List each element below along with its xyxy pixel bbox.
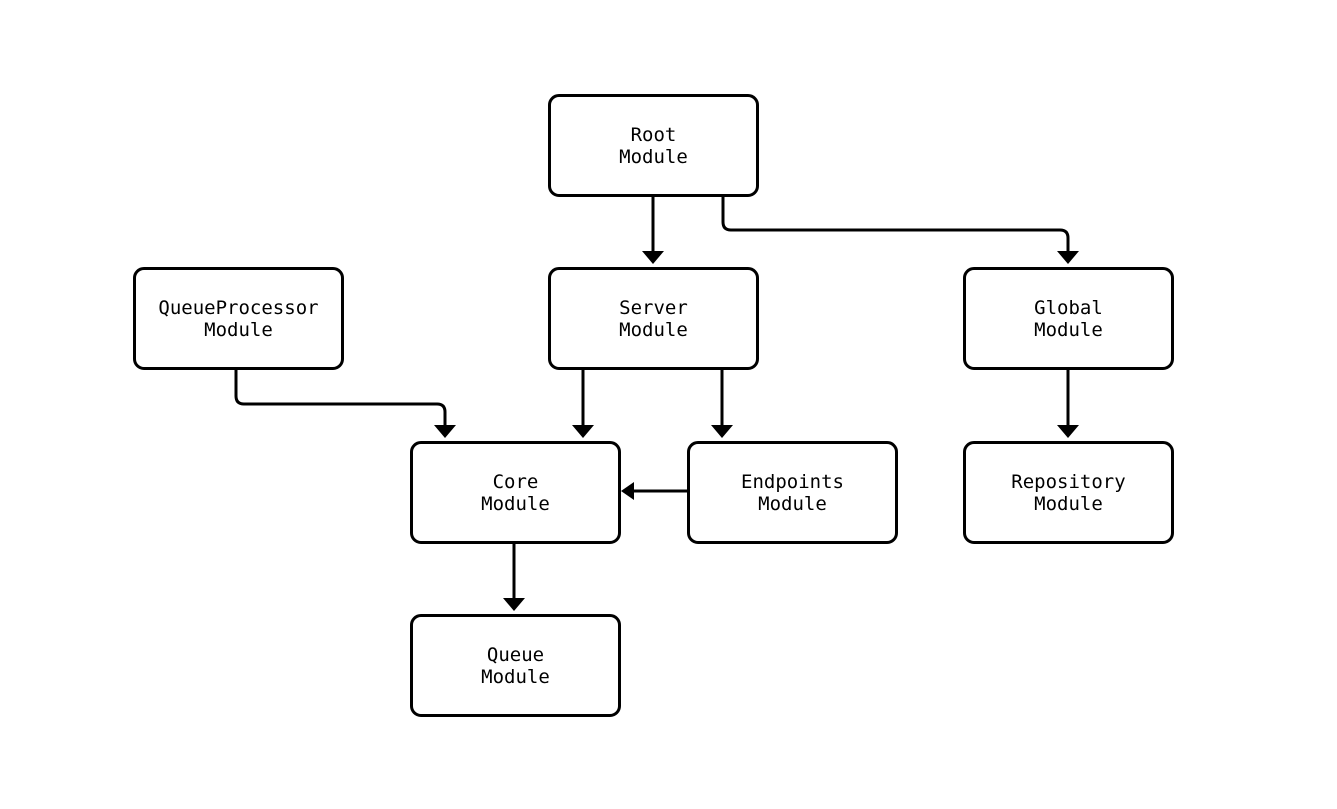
server-module-node-title: Server: [619, 296, 688, 319]
edge-queueprocessor-to-core: [234, 370, 447, 430]
global-module-node-title: Global: [1034, 296, 1103, 319]
repository-module-node-title: Repository: [1011, 470, 1126, 493]
endpoints-module-node-subtitle: Module: [758, 492, 827, 515]
queue-module-node-title: Queue: [486, 643, 545, 666]
edge-server-to-endpoints-arrowhead: [711, 425, 733, 438]
edge-server-to-core-arrowhead: [572, 425, 594, 438]
queueprocessor-module-node-title: QueueProcessor: [158, 296, 319, 319]
root-module-node-subtitle: Module: [619, 145, 688, 168]
edge-queueprocessor-to-core-arrowhead: [434, 425, 456, 438]
core-module-node-subtitle: Module: [481, 492, 550, 515]
queue-module-node-subtitle: Module: [481, 665, 550, 688]
global-module-node-subtitle: Module: [1034, 318, 1103, 341]
edge-global-to-repository-arrowhead: [1057, 425, 1079, 438]
root-module-node-title: Root: [630, 123, 677, 146]
edge-root-to-server-arrowhead: [642, 251, 664, 264]
edge-root-to-global: [721, 197, 1070, 256]
server-module-node-subtitle: Module: [619, 318, 688, 341]
queueprocessor-module-node-subtitle: Module: [204, 318, 273, 341]
endpoints-module-node-title: Endpoints: [741, 470, 844, 493]
edge-core-to-queue-arrowhead: [503, 598, 525, 611]
edge-endpoints-to-core-arrowhead: [621, 482, 634, 500]
edge-root-to-global-arrowhead: [1057, 251, 1079, 264]
repository-module-node-subtitle: Module: [1034, 492, 1103, 515]
core-module-node-title: Core: [492, 470, 539, 493]
